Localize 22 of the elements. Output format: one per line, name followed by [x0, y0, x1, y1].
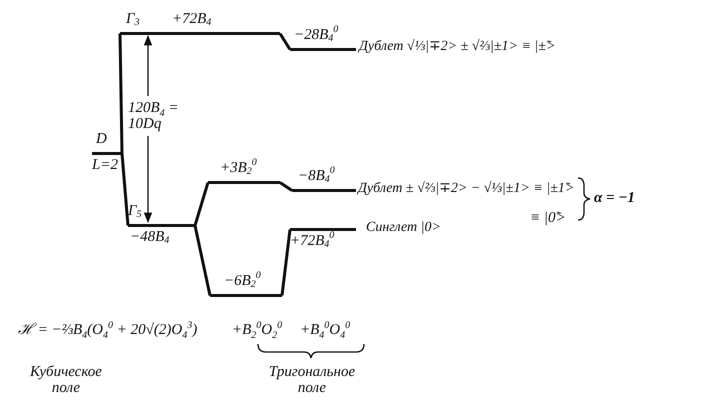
state-label: Синглет |0> — [366, 220, 441, 236]
level-connector — [280, 229, 292, 296]
state-label: Дублет ± √⅔|∓2> − √⅓|±1> ≡ |±1̃> — [358, 181, 574, 197]
level-label: Γ$_{5}$ — [128, 203, 142, 219]
level-label: Γ$_{3}$ — [126, 11, 140, 27]
level-label: +72B$_{4}$ — [172, 11, 212, 27]
hamiltonian-formula: ℋ = −⅔B$_{4}$(O$_{4}$$^{0}$ + 20√(2)O$_{4}$$^{3}$) — [18, 322, 198, 338]
state-label: ≡ |0̃> — [530, 210, 566, 226]
level-label: −48B$_{4}$ — [130, 229, 170, 245]
splitting-label: 120B$_{4}$ = 10Dq — [128, 100, 180, 132]
level-label: L=2 — [92, 157, 118, 173]
level-connector — [194, 225, 212, 296]
level-connector — [118, 33, 124, 154]
level-connector — [279, 181, 293, 192]
state-label: Дублет √⅓|∓2> ± √⅔|±1> ≡ |±̃> — [359, 39, 556, 55]
field-caption: Тригональное поле — [268, 364, 356, 396]
level-connector — [194, 182, 210, 226]
parameter-label: α = −1 — [594, 190, 635, 206]
level-connector — [120, 153, 130, 226]
level-label: D — [96, 131, 107, 147]
field-caption: Кубическое поле — [28, 364, 103, 396]
level-connector — [278, 32, 292, 50]
